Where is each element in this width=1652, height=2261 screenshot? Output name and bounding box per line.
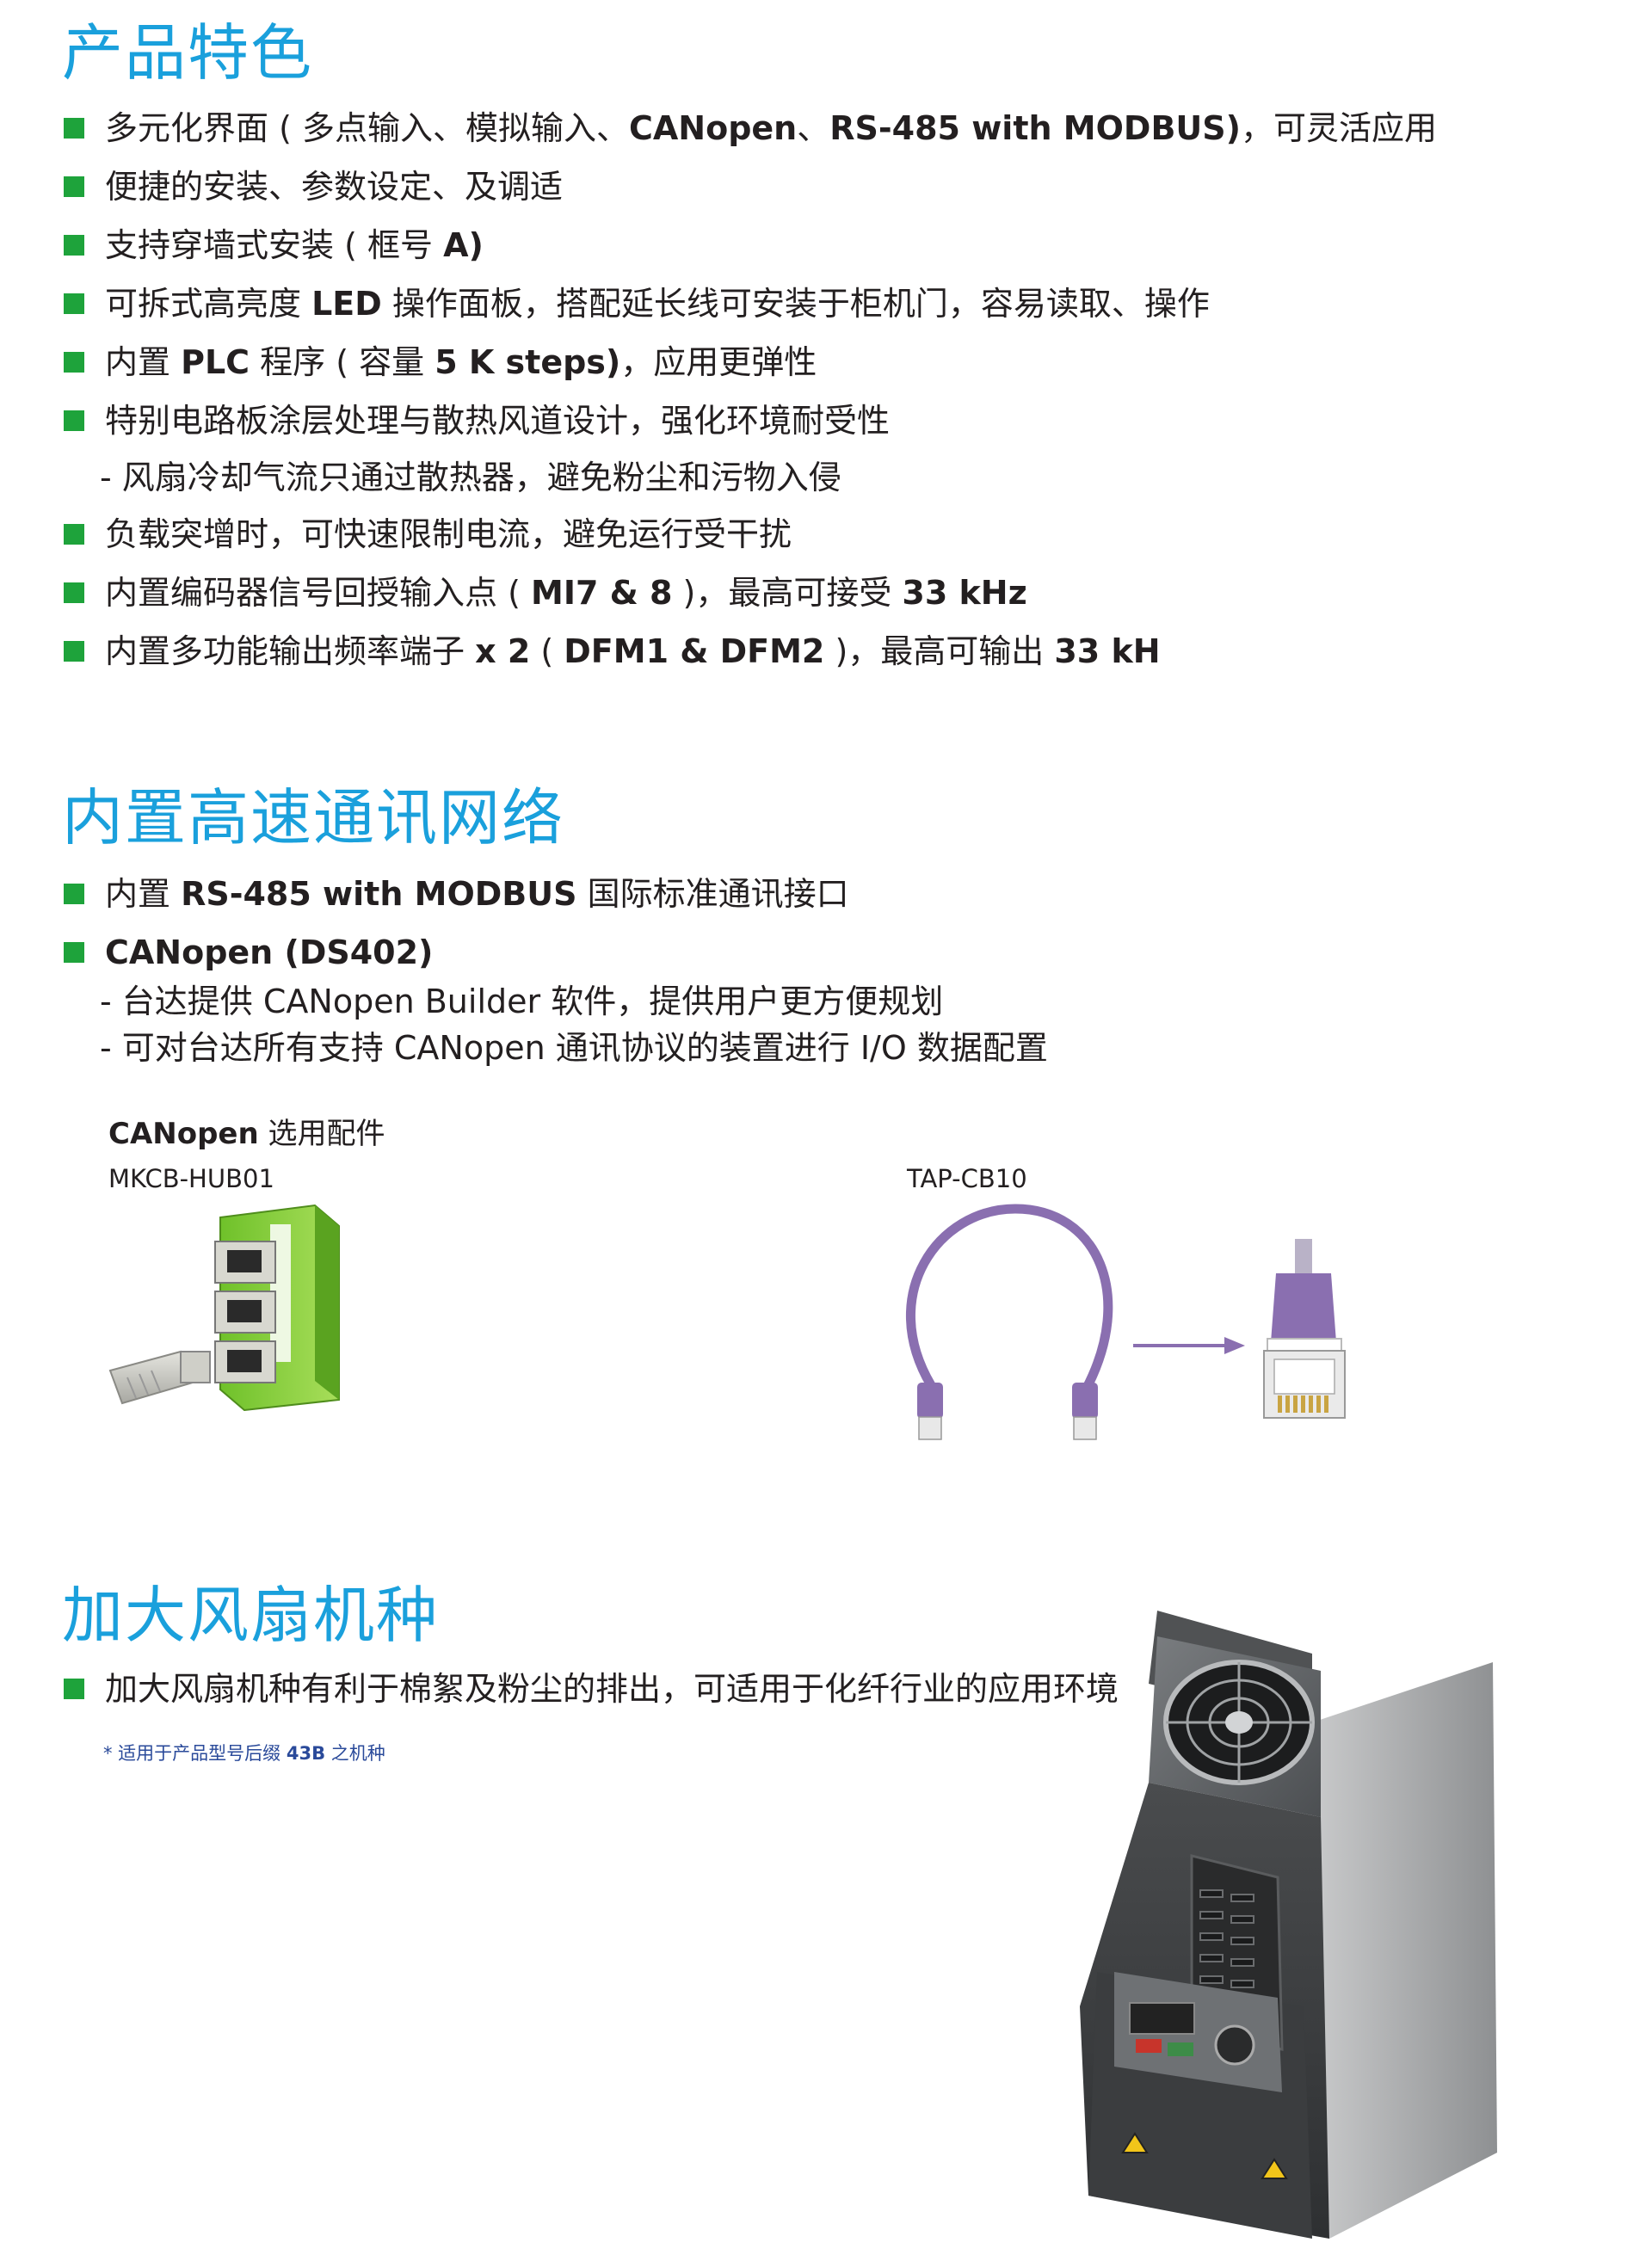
list-item-text: 负载突增时，可快速限制电流，避免运行受干扰 xyxy=(105,515,792,553)
sub-list-item: - 可对台达所有支持 CANopen 通讯协议的装置进行 I/O 数据配置 xyxy=(100,1029,1048,1067)
bullet-square xyxy=(64,582,84,603)
bullet-square xyxy=(64,1679,84,1699)
list-item: 便捷的安装、参数设定、及调适 xyxy=(64,167,563,206)
list-item-text: 内置多功能输出频率端子 x 2 ( DFM1 & DFM2 )，最高可输出 33… xyxy=(105,632,1161,670)
list-item-text: CANopen (DS402) xyxy=(105,933,434,971)
list-item-text: 内置 RS-485 with MODBUS 国际标准通讯接口 xyxy=(105,875,849,913)
list-item-text: 内置 PLC 程序 ( 容量 5 K steps)，应用更弹性 xyxy=(105,343,817,381)
sub-list-item: - 风扇冷却气流只通过散热器，避免粉尘和污物入侵 xyxy=(100,459,841,496)
list-item: 内置 RS-485 with MODBUS 国际标准通讯接口 xyxy=(64,874,849,914)
rj45-plug-icon xyxy=(1072,1383,1098,1440)
rj45-plug-icon xyxy=(917,1383,943,1440)
list-item-text: 加大风扇机种有利于棉絮及粉尘的排出，可适用于化纤行业的应用环境 xyxy=(105,1670,1119,1708)
section-title-network: 内置高速通讯网络 xyxy=(62,782,565,853)
sub-list-item: - 台达提供 CANopen Builder 软件，提供用户更方便规划 xyxy=(100,983,944,1020)
hub-label: MKCB-HUB01 xyxy=(108,1164,274,1193)
list-item: 多元化界面 ( 多点输入、模拟输入、CANopen、RS-485 with MO… xyxy=(64,108,1437,148)
list-item-text: 可拆式高亮度 LED 操作面板，搭配延长线可安装于柜机门，容易读取、操作 xyxy=(105,285,1210,323)
list-item: 特别电路板涂层处理与散热风道设计，强化环境耐受性 xyxy=(64,401,890,440)
list-item-text: 内置编码器信号回授输入点 ( MI7 & 8 )，最高可接受 33 kHz xyxy=(105,574,1027,612)
rj45-socket-icon xyxy=(214,1241,276,1284)
rj45-plug-large-icon xyxy=(1263,1239,1346,1419)
bullet-square xyxy=(64,410,84,431)
cable-image xyxy=(905,1204,1113,1440)
rj45-socket-icon xyxy=(214,1340,276,1383)
bullet-square xyxy=(64,235,84,256)
list-item: 内置多功能输出频率端子 x 2 ( DFM1 & DFM2 )，最高可输出 33… xyxy=(64,631,1161,671)
list-item-text: 特别电路板涂层处理与散热风道设计，强化环境耐受性 xyxy=(105,402,891,440)
footnote: * 适用于产品型号后缀 43B 之机种 xyxy=(103,1743,385,1764)
bullet-square xyxy=(64,176,84,197)
accessories-title: CANopen 选用配件 xyxy=(108,1117,385,1151)
section-title-fan: 加大风扇机种 xyxy=(62,1580,440,1651)
cable-label: TAP-CB10 xyxy=(907,1164,1027,1193)
list-item: 内置编码器信号回授输入点 ( MI7 & 8 )，最高可接受 33 kHz xyxy=(64,573,1027,613)
bullet-square xyxy=(64,524,84,545)
list-item: 加大风扇机种有利于棉絮及粉尘的排出，可适用于化纤行业的应用环境 xyxy=(64,1669,1119,1709)
hub-image xyxy=(108,1204,340,1411)
bullet-square xyxy=(64,884,84,904)
network-cable-icon xyxy=(905,1204,1113,1395)
rj45-plug-icon xyxy=(108,1350,211,1405)
bullet-square xyxy=(64,942,84,963)
section-title-features: 产品特色 xyxy=(62,17,314,89)
list-item-text: 多元化界面 ( 多点输入、模拟输入、CANopen、RS-485 with MO… xyxy=(105,109,1438,147)
fan-icon xyxy=(1149,1636,1321,1817)
bullet-square xyxy=(64,352,84,373)
bullet-square xyxy=(64,641,84,662)
bullet-square xyxy=(64,118,84,139)
arrow-right-icon xyxy=(1133,1337,1245,1354)
bullet-square xyxy=(64,293,84,314)
drive-unit-image xyxy=(1080,1611,1497,2239)
list-item: 支持穿墙式安装 ( 框号 A) xyxy=(64,225,484,265)
list-item: 可拆式高亮度 LED 操作面板，搭配延长线可安装于柜机门，容易读取、操作 xyxy=(64,284,1210,323)
warning-icon xyxy=(1121,2132,1288,2179)
list-item: 内置 PLC 程序 ( 容量 5 K steps)，应用更弹性 xyxy=(64,342,817,382)
list-item-text: 便捷的安装、参数设定、及调适 xyxy=(105,168,564,206)
rj45-socket-icon xyxy=(214,1291,276,1334)
list-item: CANopen (DS402) xyxy=(64,933,433,972)
list-item: 负载突增时，可快速限制电流，避免运行受干扰 xyxy=(64,514,792,554)
list-item-text: 支持穿墙式安装 ( 框号 A) xyxy=(105,226,484,264)
